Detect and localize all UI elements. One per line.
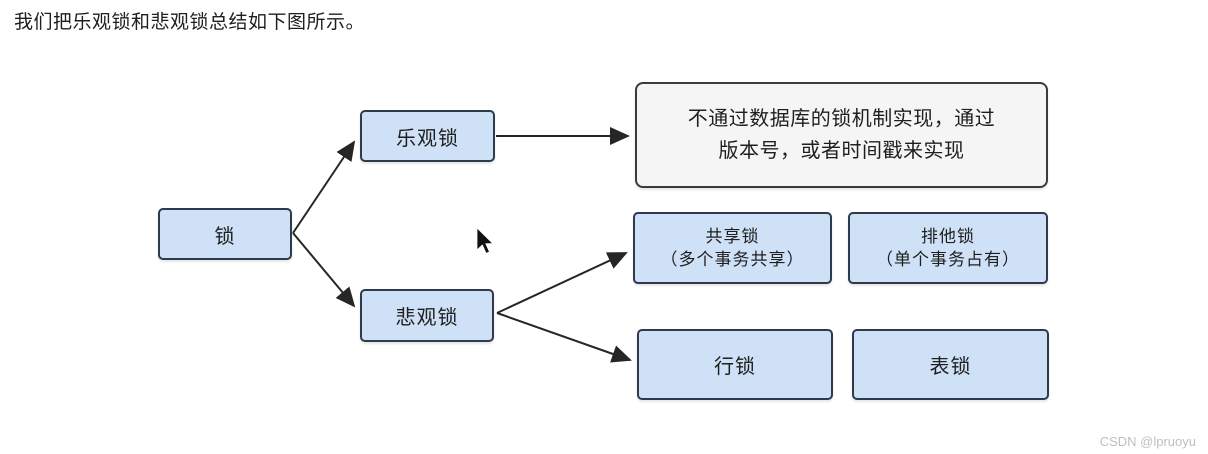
node-row-lock-label: 行锁 <box>714 356 756 378</box>
edge-lock-to-optimistic <box>292 140 356 234</box>
csdn-watermark: CSDN @lpruoyu <box>1099 434 1196 449</box>
node-row-lock: 行锁 <box>637 329 833 400</box>
node-exclusive-lock: 排他锁 （单个事务占有） <box>848 212 1048 284</box>
edge-lock-to-pessimistic <box>292 232 356 308</box>
node-shared-lock-subtitle: （多个事务共享） <box>660 250 805 269</box>
node-lock: 锁 <box>158 208 292 260</box>
node-exclusive-lock-subtitle: （单个事务占有） <box>876 250 1020 269</box>
node-lock-label: 锁 <box>214 225 236 248</box>
node-optimistic-lock: 乐观锁 <box>360 110 495 162</box>
node-shared-lock-title: 共享锁 <box>705 227 760 246</box>
node-optimistic-description: 不通过数据库的锁机制实现，通过 版本号，或者时间戳来实现 <box>635 82 1048 188</box>
edge-pessimistic-to-rowlock <box>496 312 632 363</box>
mouse-cursor <box>476 227 494 254</box>
node-table-lock: 表锁 <box>852 329 1049 400</box>
optimistic-description-line1: 不通过数据库的锁机制实现，通过 <box>687 108 996 130</box>
node-pessimistic-lock-label: 悲观锁 <box>395 307 459 329</box>
node-optimistic-lock-label: 乐观锁 <box>396 127 459 150</box>
node-shared-lock: 共享锁 （多个事务共享） <box>633 212 832 284</box>
node-pessimistic-lock: 悲观锁 <box>360 289 494 342</box>
node-exclusive-lock-title: 排他锁 <box>921 227 975 246</box>
node-table-lock-label: 表锁 <box>929 356 972 378</box>
optimistic-description-line2: 版本号，或者时间戳来实现 <box>718 140 965 162</box>
intro-text: 我们把乐观锁和悲观锁总结如下图所示。 <box>14 12 366 33</box>
edge-pessimistic-to-shared <box>496 252 628 314</box>
